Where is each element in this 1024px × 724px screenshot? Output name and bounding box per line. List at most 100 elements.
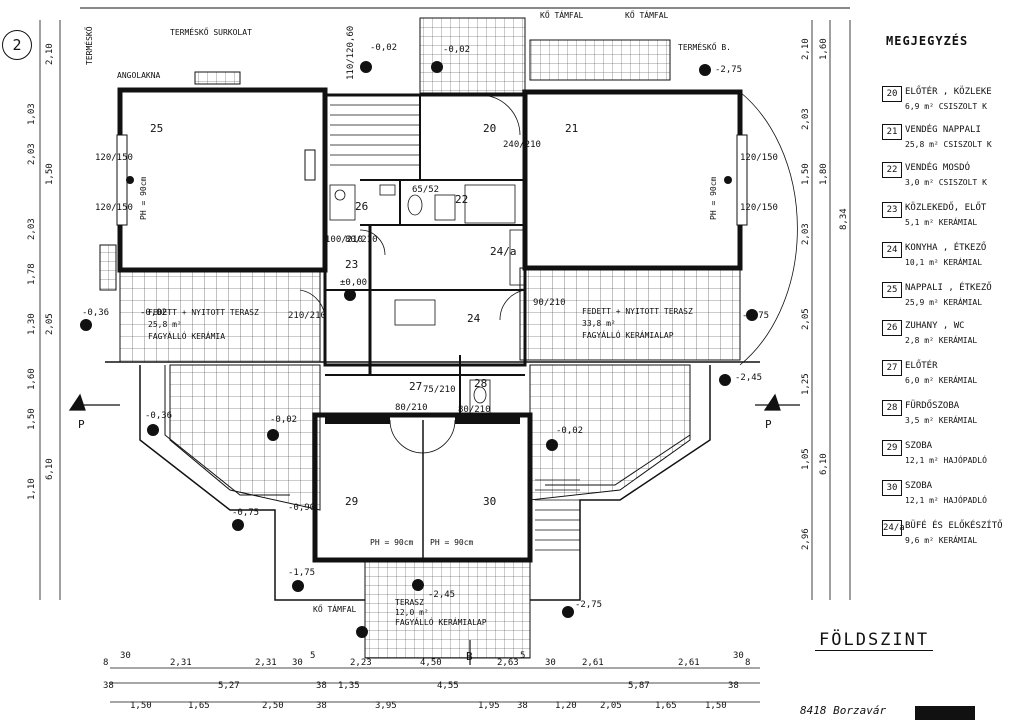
terasz-left-line1: FEDETT + NYITOTT TERASZ: [148, 308, 259, 317]
dims-right: 2,10 1,60 2,03 1,50 1,80 2,03 8,34 2,05 …: [801, 38, 849, 550]
legend-item-name: KÖZLEKEDŐ, ELŐT: [905, 203, 987, 213]
legend-item: 28 FÜRDŐSZOBA 3,5 m² KERÁMIAL: [880, 400, 1024, 446]
legend-title: MEGJEGYZÉS: [886, 34, 969, 48]
svg-text:38: 38: [728, 681, 739, 691]
legend-item-name: BÜFÉ ÉS ELŐKÉSZÍTŐ: [905, 521, 1003, 531]
legend-item-number: 28: [882, 400, 902, 416]
terrace-right-hatch: [519, 267, 741, 361]
svg-text:1,05: 1,05: [801, 448, 811, 470]
svg-text:-2,75: -2,75: [715, 65, 742, 75]
floor-title: FÖLDSZINT: [815, 630, 934, 651]
svg-text:1,80: 1,80: [819, 163, 829, 185]
svg-text:8: 8: [745, 658, 750, 668]
svg-text:1,50: 1,50: [130, 701, 152, 711]
stair-top-hatch: [419, 17, 526, 94]
room-20: 20: [483, 122, 496, 135]
svg-text:38: 38: [316, 681, 327, 691]
svg-text:1,95: 1,95: [478, 701, 500, 711]
termesko-b-label: TERMÉSKŐ B.: [678, 41, 731, 52]
svg-text:4,50: 4,50: [420, 658, 442, 668]
level-markers: [80, 61, 758, 638]
svg-text:1,60: 1,60: [27, 368, 37, 390]
room-29: 29: [345, 495, 358, 508]
svg-text:2,50: 2,50: [262, 701, 284, 711]
svg-text:1,10: 1,10: [27, 478, 37, 500]
legend-item-name: VENDÉG MOSDÓ: [905, 163, 971, 173]
svg-text:2,10: 2,10: [45, 43, 55, 65]
svg-text:80/210: 80/210: [458, 405, 491, 415]
svg-text:80/210: 80/210: [345, 235, 378, 245]
legend-item-number: 20: [882, 86, 902, 102]
svg-text:1,50: 1,50: [705, 701, 727, 711]
svg-text:2,03: 2,03: [801, 223, 811, 245]
legend-item: 21 VENDÉG NAPPALI 25,8 m² CSISZOLT K: [880, 124, 1024, 170]
svg-text:2,03: 2,03: [801, 108, 811, 130]
svg-text:1,60: 1,60: [819, 38, 829, 60]
room-27: 27: [409, 380, 422, 393]
terasz-left-line2: 25,8 m²: [148, 320, 182, 329]
svg-text:1,65: 1,65: [188, 701, 210, 711]
room-30: 30: [483, 495, 496, 508]
svg-text:38: 38: [103, 681, 114, 691]
svg-text:-0,90: -0,90: [288, 503, 315, 513]
legend-item-detail: 6,9 m² CSISZOLT K: [905, 102, 987, 111]
room-23: 23: [345, 258, 358, 271]
svg-text:-0,02: -0,02: [140, 308, 167, 318]
svg-text:1,20: 1,20: [555, 701, 577, 711]
svg-text:-0,02: -0,02: [556, 426, 583, 436]
legend-item-number: 23: [882, 202, 902, 218]
room-25: 25: [150, 122, 163, 135]
legend-item-detail: 12,1 m² HAJÓPADLÓ: [905, 456, 987, 465]
svg-text:-0,02: -0,02: [270, 415, 297, 425]
svg-text:-1,75: -1,75: [288, 568, 315, 578]
level-values: -2,75 -2,75 -0,36 -0,02 ±0,00 -2,45 -0,3…: [82, 43, 769, 610]
terasz-right-line1: FEDETT + NYITOTT TERASZ: [582, 307, 693, 316]
svg-text:6,10: 6,10: [45, 458, 55, 480]
terrace-southwest-hatch: [169, 364, 321, 511]
svg-text:2,23: 2,23: [350, 658, 372, 668]
door-swings: [299, 94, 526, 454]
legend-item-name: NAPPALI , ÉTKEZŐ: [905, 283, 992, 293]
legend-item-number: 22: [882, 162, 902, 178]
svg-text:2,10: 2,10: [801, 38, 811, 60]
legend-item: 24 KONYHA , ÉTKEZŐ 10,1 m² KERÁMIAL: [880, 242, 1024, 288]
room-26: 26: [355, 200, 368, 213]
legend-item-detail: 9,6 m² KERÁMIAL: [905, 536, 978, 545]
svg-text:120/150: 120/150: [95, 203, 133, 213]
signature-text: 8418 Borzavár: [800, 704, 887, 717]
svg-text:-2,45: -2,45: [428, 590, 455, 600]
legend-item: 20 ELŐTÉR , KÖZLEKE 6,9 m² CSISZOLT K: [880, 86, 1024, 132]
legend-item-number: 24: [882, 242, 902, 258]
legend-item-detail: 5,1 m² KERÁMIAL: [905, 218, 978, 227]
svg-text:100/210: 100/210: [325, 235, 363, 245]
svg-text:120/150: 120/150: [740, 203, 778, 213]
svg-text:90/210: 90/210: [533, 298, 566, 308]
svg-text:2,03: 2,03: [27, 218, 37, 240]
legend-item-name: FÜRDŐSZOBA: [905, 401, 960, 411]
svg-text:110/120,60: 110/120,60: [346, 26, 356, 80]
svg-text:±0,00: ±0,00: [340, 278, 367, 288]
svg-text:1,50: 1,50: [27, 408, 37, 430]
terasz-right-line2: 33,8 m²: [582, 319, 616, 328]
dimension-lines: [39, 20, 851, 703]
legend-panel: MEGJEGYZÉS 20 ELŐTÉR , KÖZLEKE 6,9 m² CS…: [880, 30, 1024, 590]
legend-item-detail: 25,9 m² KERÁMIAL: [905, 298, 983, 307]
legend-item: 26 ZUHANY , WC 2,8 m² KERÁMIAL: [880, 320, 1024, 366]
redaction-block: [915, 706, 975, 720]
svg-text:120/150: 120/150: [740, 153, 778, 163]
svg-text:30: 30: [545, 658, 556, 668]
svg-text:6,10: 6,10: [819, 453, 829, 475]
svg-text:30: 30: [292, 658, 303, 668]
legend-item-name: SZOBA: [905, 481, 933, 491]
legend-item-name: SZOBA: [905, 441, 933, 451]
svg-text:-0,75: -0,75: [232, 508, 259, 518]
svg-text:-0,02: -0,02: [443, 45, 470, 55]
legend-item: 25 NAPPALI , ÉTKEZŐ 25,9 m² KERÁMIAL: [880, 282, 1024, 328]
svg-text:5: 5: [310, 651, 315, 661]
angolakna-label: ANGOLAKNA: [117, 71, 161, 80]
terasz-right-line3: FAGYÁLLÓ KERÁMIALAP: [582, 329, 674, 340]
ko-tampal-1: KŐ TÁMFAL: [540, 9, 584, 20]
svg-text:30: 30: [733, 651, 744, 661]
ph-room29: PH = 90cm: [370, 538, 414, 547]
ph-room30: PH = 90cm: [430, 538, 474, 547]
